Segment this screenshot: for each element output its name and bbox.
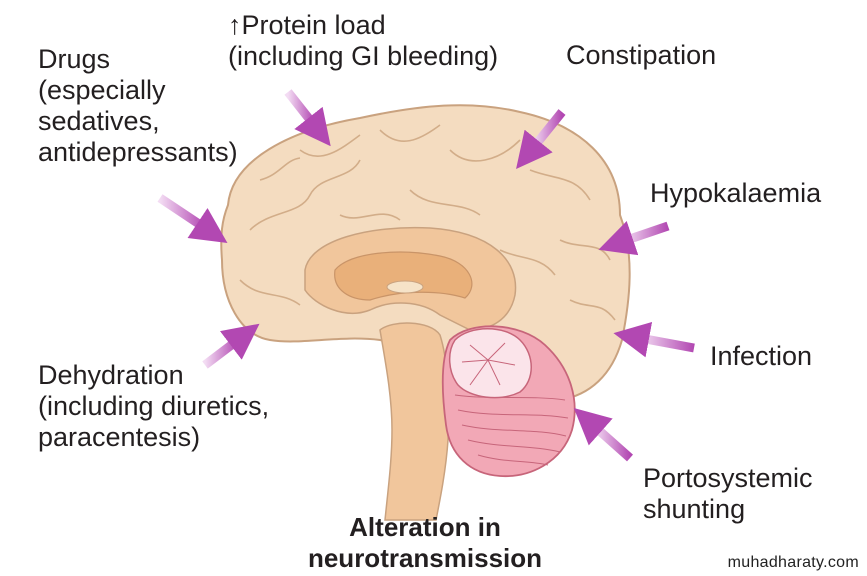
arrow-constipation: [516, 109, 566, 170]
cerebellum-folia: [454, 394, 569, 466]
arrow-infection: [613, 321, 695, 358]
arrows: [157, 89, 695, 462]
label-portosystemic-shunting: Portosystemic shunting: [643, 463, 813, 525]
caption-line-1: Alteration in: [349, 512, 501, 542]
dehydration-line-2: (including diuretics,: [38, 391, 270, 421]
drugs-line-2: (especially: [38, 75, 166, 105]
thalamus: [334, 251, 473, 301]
caption-line-2: neurotransmission: [307, 543, 543, 573]
arrow-hypokalaemia: [598, 221, 670, 256]
gyri-lines: [239, 124, 616, 321]
watermark: muhadharaty.com: [727, 554, 859, 571]
diagram-caption: Alteration in neurotransmission: [300, 512, 550, 574]
arrow-portosystemic: [573, 408, 633, 462]
label-drugs: Drugs (especially sedatives, antidepress…: [38, 44, 238, 168]
brainstem: [379, 322, 450, 521]
label-infection: Infection: [710, 341, 812, 372]
protein-line-1: ↑Protein load: [228, 10, 386, 40]
arrow-dehydration: [202, 323, 260, 369]
constipation-text: Constipation: [566, 40, 717, 70]
portosystemic-line-1: Portosystemic: [643, 463, 813, 493]
protein-line-2: (including GI bleeding): [228, 41, 499, 71]
label-constipation: Constipation: [566, 40, 716, 71]
dehydration-line-3: paracentesis): [38, 422, 201, 452]
arbor-vitae: [449, 328, 532, 399]
dehydration-line-1: Dehydration: [38, 360, 184, 390]
drugs-line-1: Drugs: [38, 44, 111, 74]
ventricle: [386, 280, 424, 294]
arrow-protein: [284, 89, 331, 147]
label-dehydration: Dehydration (including diuretics, parace…: [38, 360, 269, 453]
drugs-line-3: sedatives,: [38, 106, 160, 136]
label-hypokalaemia: Hypokalaemia: [650, 178, 821, 209]
infection-text: Infection: [710, 341, 813, 371]
hypokalaemia-text: Hypokalaemia: [650, 178, 822, 208]
portosystemic-line-2: shunting: [643, 494, 746, 524]
arrow-drugs: [157, 194, 228, 243]
drugs-line-4: antidepressants): [38, 137, 238, 167]
label-protein-load: ↑Protein load (including GI bleeding): [228, 10, 498, 72]
